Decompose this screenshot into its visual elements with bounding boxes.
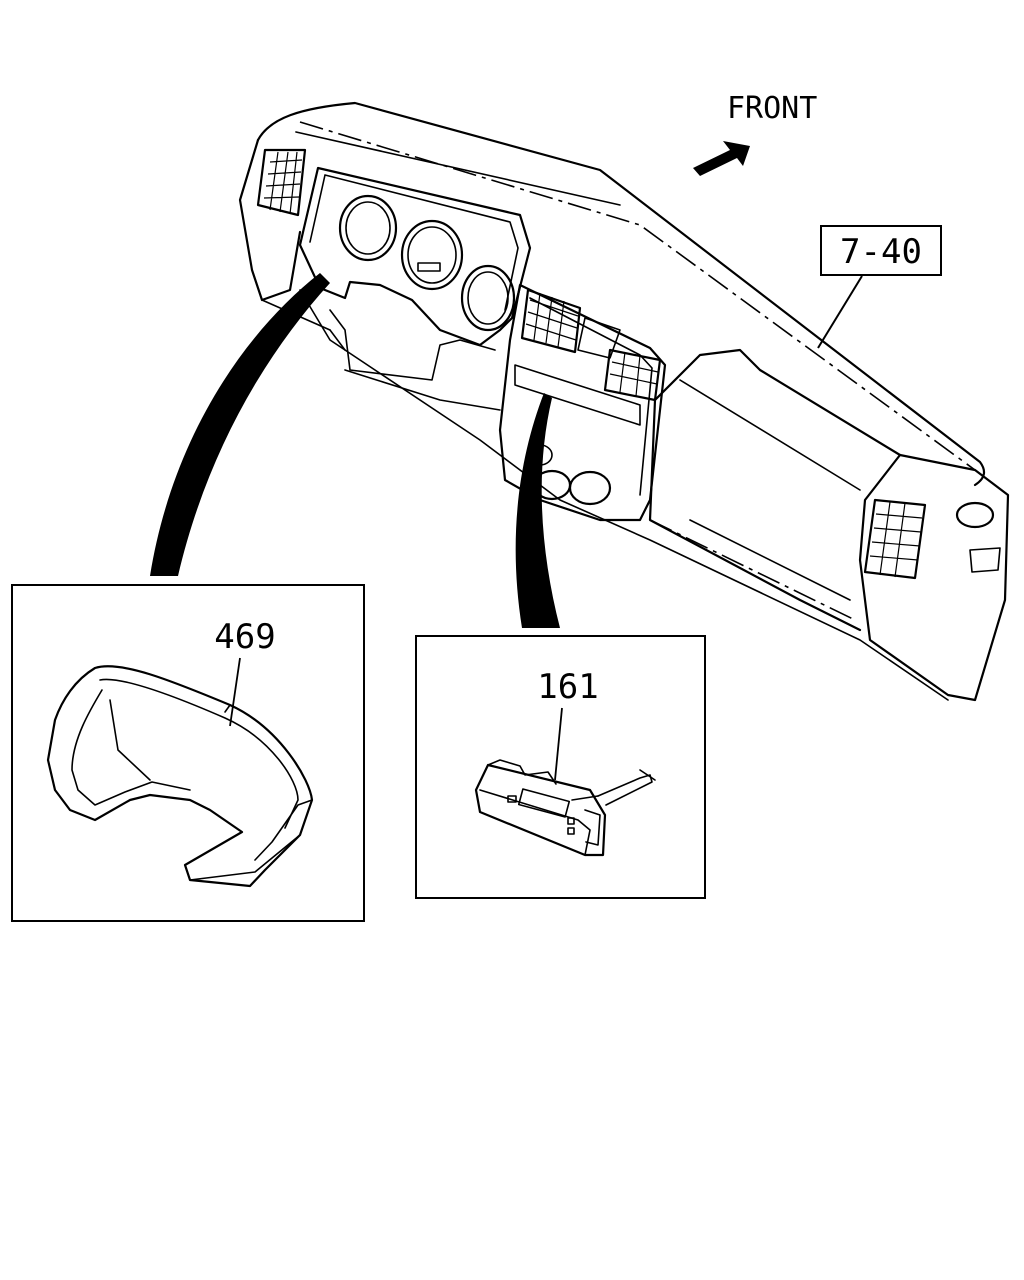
switch-pointer-arc bbox=[515, 393, 560, 628]
front-arrow-icon bbox=[693, 141, 750, 176]
callout-469-leader bbox=[229, 657, 241, 727]
dashboard-assembly bbox=[238, 101, 1010, 702]
callout-161-label: 161 bbox=[537, 667, 598, 707]
switch-part bbox=[474, 759, 656, 857]
callout-161-leader bbox=[554, 707, 563, 781]
cluster-pointer-arc bbox=[150, 273, 330, 576]
cluster-bezel-part bbox=[46, 665, 314, 888]
reference-box[interactable]: 7-40 bbox=[820, 225, 942, 276]
detail-box-161[interactable]: 161 bbox=[415, 635, 706, 899]
detail-box-469[interactable]: 469 bbox=[11, 584, 365, 922]
reference-label: 7-40 bbox=[840, 232, 922, 272]
callout-469-label: 469 bbox=[214, 617, 275, 657]
reference-leader-line bbox=[817, 275, 863, 349]
front-label: FRONT bbox=[727, 91, 817, 126]
